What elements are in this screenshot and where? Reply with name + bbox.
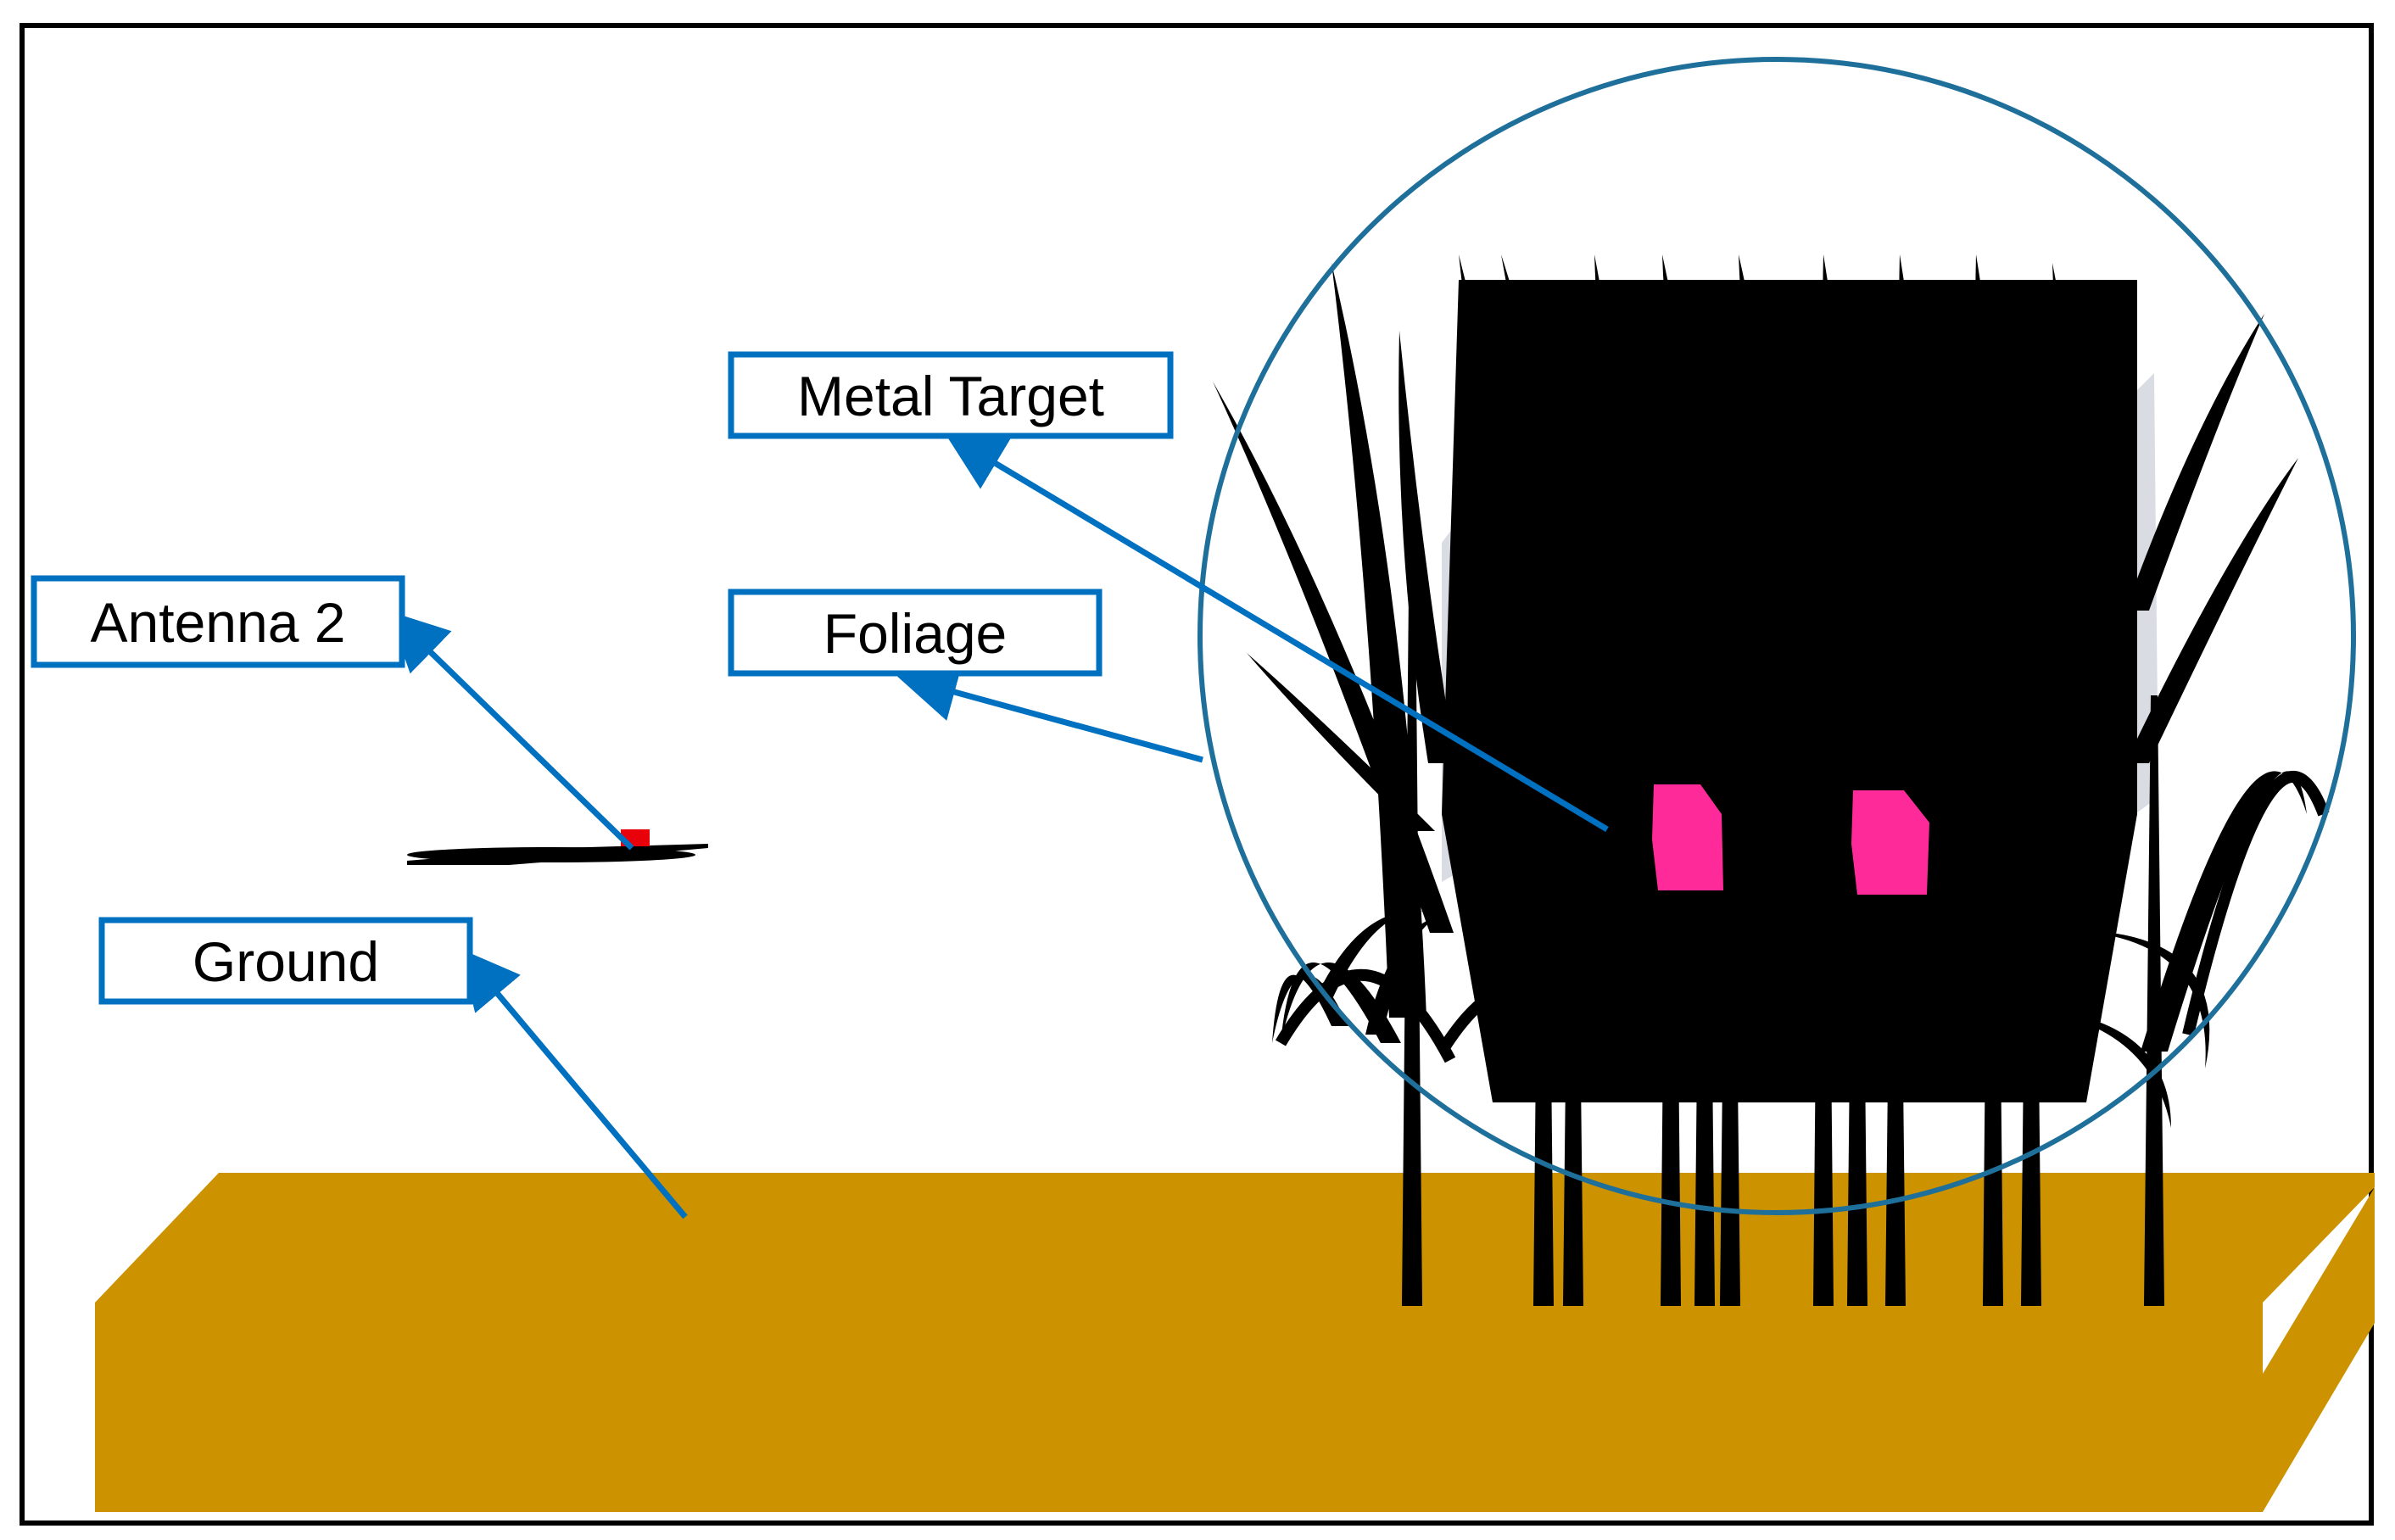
label-antenna: Antenna 2 <box>31 575 405 668</box>
antenna-board-edge <box>407 847 695 862</box>
foliage-leaf <box>2141 771 2307 1052</box>
foliage-canopy <box>1442 280 2137 1102</box>
label-ground: Ground <box>98 917 473 1005</box>
foliage-arrow <box>896 663 1203 763</box>
foliage-leaf <box>1899 254 1937 543</box>
foliage-leaf <box>1662 254 1717 543</box>
antenna-2 <box>407 829 708 865</box>
label-box <box>98 917 473 1005</box>
callout-arrows <box>388 432 1609 1219</box>
foliage-leaf <box>2125 458 2298 763</box>
foliage-arch-leaf <box>2182 771 2330 1036</box>
label-foliage: Foliage <box>728 589 1103 677</box>
foliage-leaf <box>1365 916 1442 1035</box>
ground-plane <box>95 1173 2375 1512</box>
foliage-leaf <box>2125 314 2264 611</box>
label-metal-target: Metal Target <box>728 351 1174 439</box>
label-ground-text: Ground <box>193 930 379 993</box>
foliage-arch-leaf <box>1437 981 1600 1071</box>
ground-front-face <box>95 1374 2263 1512</box>
metal-target-right <box>1851 790 1929 895</box>
foliage-stem <box>2144 695 2164 1306</box>
ground-arrow <box>459 948 688 1219</box>
foliage-leaf <box>1739 254 1784 526</box>
foliage-leaf <box>1975 254 2013 543</box>
foliage-leaf <box>1501 254 1589 628</box>
metal-target-arrow <box>944 432 1609 833</box>
foliage-arch-leaf <box>1275 968 1456 1063</box>
label-box <box>31 575 405 668</box>
ground-mid-band <box>95 1303 2263 1379</box>
zoom-lens-circle <box>1198 57 2356 1215</box>
label-antenna-text: Antenna 2 <box>91 591 346 654</box>
foliage-leaf <box>1823 254 1861 526</box>
antenna-arrow <box>388 611 634 851</box>
metal-target-group <box>1652 784 1929 895</box>
foliage-leaf <box>2095 933 2210 1069</box>
label-box <box>728 351 1174 439</box>
foliage-stand <box>1213 254 2330 1306</box>
label-metal-target-text: Metal Target <box>797 365 1104 427</box>
foliage-leaf <box>1459 254 1540 644</box>
foliage-leaf <box>1398 331 1455 763</box>
foliage-leaf <box>2052 263 2090 560</box>
foliage-leaf <box>1594 254 1649 594</box>
label-box <box>728 589 1103 677</box>
ground-top-face <box>95 1173 2375 1303</box>
label-foliage-text: Foliage <box>823 602 1007 665</box>
ground-side-face <box>2263 1187 2375 1512</box>
metal-target-left <box>1652 784 1723 890</box>
foliage-leaf <box>1247 653 1435 831</box>
